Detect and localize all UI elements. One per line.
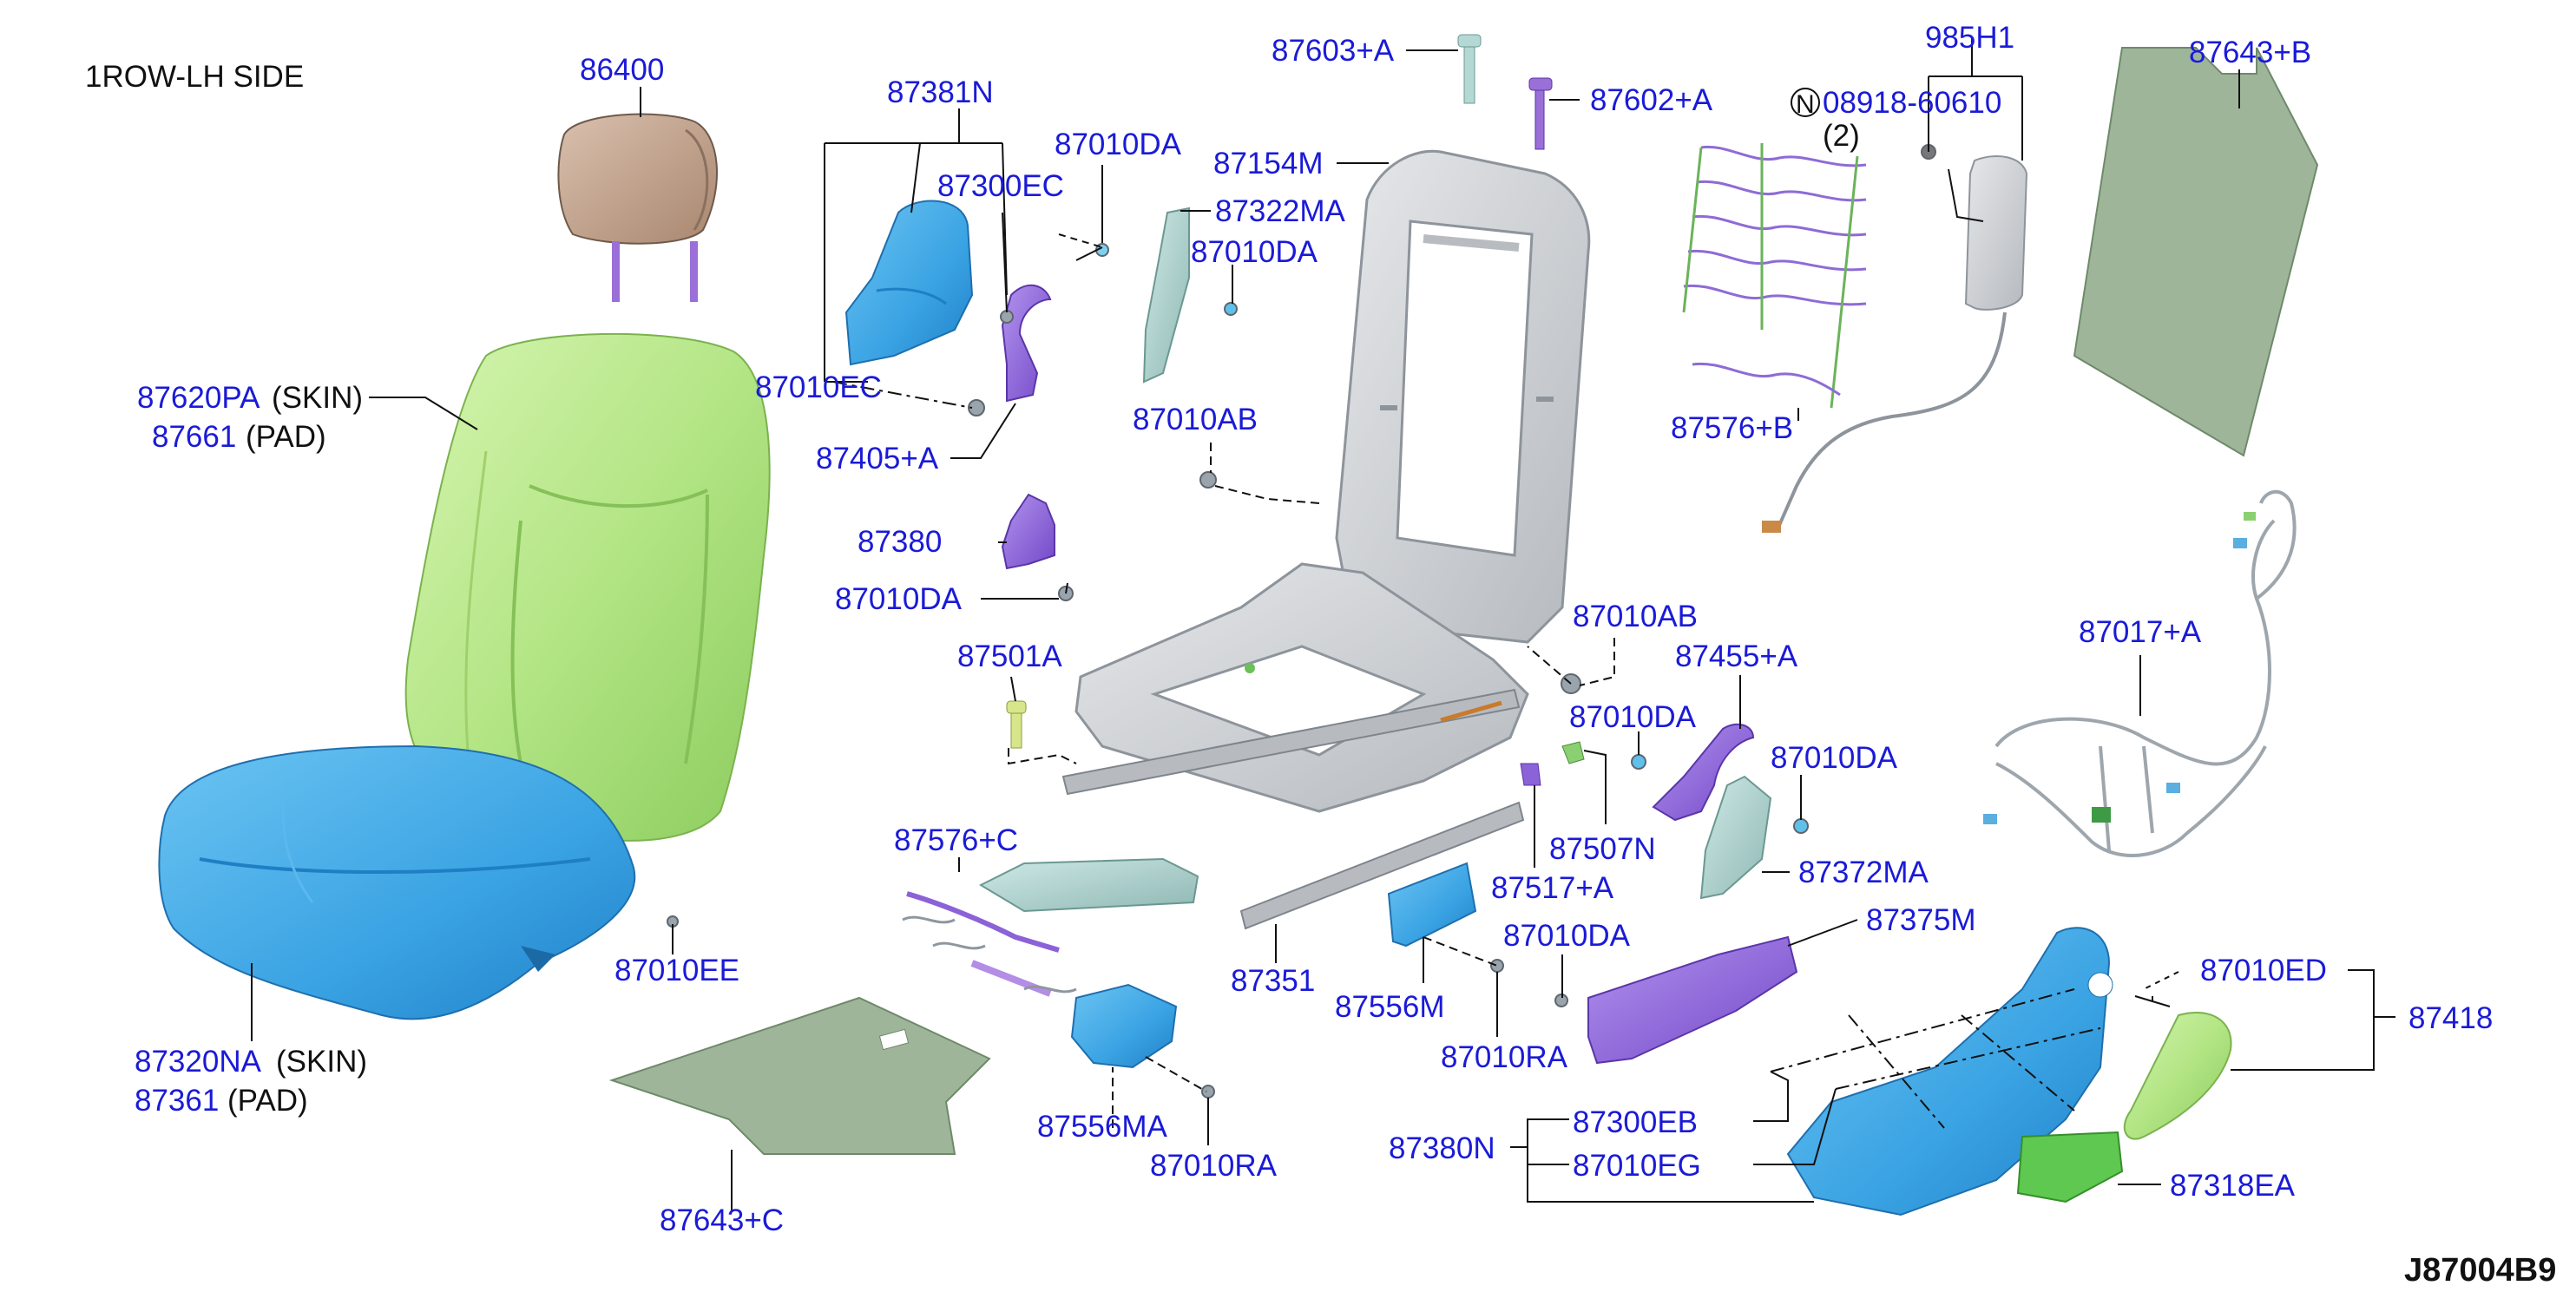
label-87620PA[interactable]: 87620PA <box>137 381 260 415</box>
airbag-module-illustration <box>1762 155 2028 533</box>
seat-cushion-skin-illustration <box>158 744 636 1020</box>
bracket-87372MA-illustration <box>1699 775 1772 900</box>
bracket-87322MA-illustration <box>1142 207 1190 384</box>
label-87010DA-c[interactable]: 87010DA <box>1191 235 1318 269</box>
label-87361[interactable]: 87361 <box>135 1084 219 1118</box>
seat-back-frame-illustration <box>1335 149 1591 644</box>
bracket-87556M-illustration <box>1387 862 1477 948</box>
spring-mat-c-illustration <box>902 857 1199 997</box>
label-87300EC[interactable]: 87300EC <box>937 169 1064 203</box>
label-87602A[interactable]: 87602+A <box>1590 83 1713 117</box>
label-87381N[interactable]: 87381N <box>887 75 994 109</box>
label-87010RA-a[interactable]: 87010RA <box>1441 1040 1568 1074</box>
label-87010DA-d[interactable]: 87010DA <box>1569 700 1697 734</box>
finisher-87380N-hole <box>2087 972 2113 998</box>
drawing-code: J87004B9 <box>2404 1252 2556 1288</box>
label-87380[interactable]: 87380 <box>858 525 942 559</box>
clip-87517A-illustration <box>1520 763 1541 786</box>
bolts <box>1006 34 1553 749</box>
label-87556MA[interactable]: 87556MA <box>1037 1110 1167 1144</box>
label-87643B[interactable]: 87643+B <box>2189 36 2311 69</box>
leader-lines <box>251 36 2395 1210</box>
label-87576C[interactable]: 87576+C <box>894 823 1018 857</box>
skin-note-cushion: (SKIN) <box>276 1045 367 1079</box>
label-87576B[interactable]: 87576+B <box>1671 411 1793 445</box>
side-finisher-87375M-illustration <box>1587 935 1798 1065</box>
label-87372MA[interactable]: 87372MA <box>1798 856 1929 889</box>
part-labels: 86400 87381N 87300EC 87010DA 87010EC 874… <box>135 21 2493 1237</box>
seat-cushion-frame-illustration <box>1061 562 1529 930</box>
label-08918-60610[interactable]: 08918-60610 <box>1823 86 2001 120</box>
bracket-87556MA-illustration <box>1070 983 1178 1069</box>
label-87017A[interactable]: 87017+A <box>2079 615 2202 649</box>
label-87661[interactable]: 87661 <box>152 420 236 454</box>
label-87010EG[interactable]: 87010EG <box>1573 1149 1701 1183</box>
label-87010DA-a[interactable]: 87010DA <box>1055 128 1182 161</box>
n-mark-circle <box>1791 88 1820 117</box>
label-87643C[interactable]: 87643+C <box>660 1203 784 1237</box>
label-87375M[interactable]: 87375M <box>1866 903 1975 937</box>
fasteners <box>667 144 1936 1099</box>
label-87010EE[interactable]: 87010EE <box>614 954 739 987</box>
label-87010ED[interactable]: 87010ED <box>2200 954 2327 987</box>
label-87405A[interactable]: 87405+A <box>816 442 939 475</box>
side-title: 1ROW-LH SIDE <box>85 60 304 94</box>
headrest-illustration <box>557 113 718 302</box>
pad-note-back: (PAD) <box>246 420 326 454</box>
n-mark-letter: N <box>1796 90 1815 119</box>
label-87501A[interactable]: 87501A <box>957 639 1062 673</box>
label-985H1[interactable]: 985H1 <box>1925 21 2014 55</box>
seat-back-skin-illustration <box>404 332 771 842</box>
label-87010EC[interactable]: 87010EC <box>755 371 882 404</box>
label-87418[interactable]: 87418 <box>2408 1001 2493 1035</box>
label-87318EA[interactable]: 87318EA <box>2170 1169 2296 1203</box>
label-87010DA-f[interactable]: 87010DA <box>1503 919 1631 953</box>
pad-note-cushion: (PAD) <box>227 1084 308 1118</box>
label-87507N[interactable]: 87507N <box>1549 832 1656 866</box>
knob-87418-illustration <box>2123 1011 2232 1140</box>
label-87455A[interactable]: 87455+A <box>1675 639 1798 673</box>
label-87010DA-e[interactable]: 87010DA <box>1771 741 1898 775</box>
label-87010AB-a[interactable]: 87010AB <box>1133 403 1258 436</box>
insulator-c-slot <box>878 1028 910 1051</box>
side-cover-87381N-illustration <box>844 200 974 366</box>
label-87380N[interactable]: 87380N <box>1389 1131 1495 1165</box>
knob-87318EA-illustration <box>2016 1131 2124 1203</box>
bracket-87380-illustration <box>1001 493 1055 570</box>
label-87322MA[interactable]: 87322MA <box>1215 194 1345 228</box>
label-87556M[interactable]: 87556M <box>1335 990 1444 1024</box>
label-87320NA[interactable]: 87320NA <box>135 1045 262 1079</box>
label-87603A[interactable]: 87603+A <box>1272 34 1395 68</box>
label-87010AB-b[interactable]: 87010AB <box>1573 600 1698 633</box>
label-87010RA-b[interactable]: 87010RA <box>1150 1149 1278 1183</box>
wire-harness-illustration <box>1983 489 2297 857</box>
label-87517A[interactable]: 87517+A <box>1491 871 1614 905</box>
label-87300EB[interactable]: 87300EB <box>1573 1105 1698 1139</box>
spring-mat-b-illustration <box>1682 143 1867 409</box>
label-86400[interactable]: 86400 <box>580 53 664 87</box>
label-87010DA-b[interactable]: 87010DA <box>835 582 963 616</box>
insulator-c-illustration <box>608 996 991 1155</box>
insulator-b-illustration <box>2073 47 2319 457</box>
guide-87405A-illustration <box>1001 284 1052 403</box>
label-87351[interactable]: 87351 <box>1231 964 1315 998</box>
skin-note-back: (SKIN) <box>272 381 363 415</box>
clip-87507N-illustration <box>1561 741 1585 764</box>
black-annotations: 1ROW-LH SIDE (SKIN) (PAD) (SKIN) (PAD) N… <box>85 60 2556 1289</box>
quantity-note: (2) <box>1823 119 1860 153</box>
label-87154M[interactable]: 87154M <box>1213 147 1323 180</box>
